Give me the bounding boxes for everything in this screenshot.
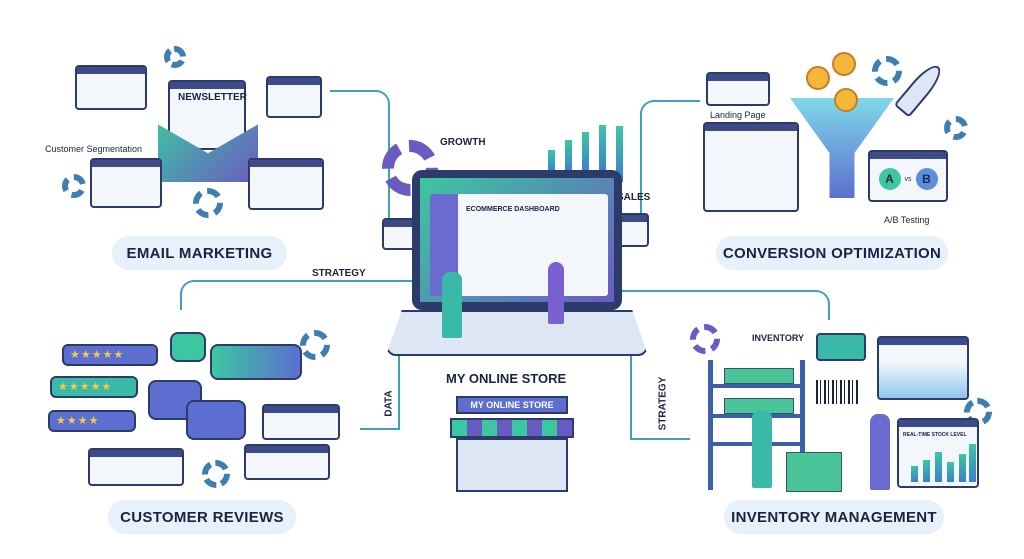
- package-icon: [816, 333, 866, 361]
- connector: [620, 290, 830, 320]
- person-icon: [548, 262, 564, 324]
- smiley-bubble: [210, 344, 302, 380]
- gear-icon: [164, 46, 186, 68]
- shelf: [800, 360, 805, 490]
- storefront-awning: [450, 418, 574, 438]
- gear-icon: [690, 324, 720, 354]
- growth-bar: [599, 125, 606, 172]
- worker-icon: [752, 410, 772, 488]
- growth-bar: [565, 140, 572, 172]
- customer-reviews-title: CUSTOMER REVIEWS: [108, 500, 296, 534]
- review-card: ★★★★★: [50, 376, 138, 398]
- shelf: [708, 384, 805, 388]
- growth-bar: [616, 126, 623, 182]
- variant-b: B: [915, 168, 938, 190]
- landing-page-window: [703, 122, 799, 212]
- sales-label: SALES: [617, 192, 651, 203]
- inventory-management-title: INVENTORY MANAGEMENT: [724, 500, 944, 534]
- growth-label: GROWTH: [440, 137, 486, 148]
- growth-chart-window: [248, 158, 324, 210]
- worker-icon: [870, 414, 890, 490]
- stock-level-window: REAL-TIME STOCK LEVEL: [897, 418, 979, 488]
- review-window: [244, 444, 330, 480]
- coin-icon: [806, 66, 830, 90]
- laptop-keyboard: [386, 310, 648, 356]
- newsletter-label: NEWSLETTER: [178, 92, 247, 103]
- coin-icon: [834, 88, 858, 112]
- store-title: MY ONLINE STORE: [446, 371, 567, 386]
- chart-window: [266, 76, 322, 118]
- ab-testing-label: A/B Testing: [884, 215, 930, 225]
- data-label: DATA: [383, 390, 395, 417]
- connector: [630, 330, 690, 440]
- store-sign: MY ONLINE STORE: [456, 396, 568, 414]
- barcode-icon: [816, 380, 860, 404]
- gear-icon: [872, 56, 902, 86]
- variant-a: A: [878, 168, 901, 190]
- email-marketing-title: EMAIL MARKETING: [112, 236, 287, 270]
- shelf: [708, 360, 713, 490]
- email-window: [75, 65, 147, 110]
- strategy-left-label: STRATEGY: [312, 268, 366, 279]
- inventory-box: [786, 452, 842, 492]
- strategy-right-label: STRATEGY: [657, 376, 669, 431]
- review-card: ★★★★: [48, 410, 136, 432]
- landing-page-label: Landing Page: [710, 110, 766, 120]
- segment-window: [90, 158, 162, 208]
- review-window: [262, 404, 340, 440]
- storefront: [456, 438, 568, 492]
- growth-bar: [582, 132, 589, 172]
- ab-test-window: A vs B: [868, 150, 948, 202]
- connector: [360, 330, 400, 430]
- review-window: [88, 448, 184, 486]
- stock-trend-window: [877, 336, 969, 400]
- inventory-box: [724, 368, 794, 384]
- coin-icon: [832, 52, 856, 76]
- person-icon: [442, 272, 462, 338]
- conversion-optimization-title: CONVERSION OPTIMIZATION: [716, 236, 948, 270]
- segmentation-label: Customer Segmentation: [45, 144, 143, 154]
- chat-bubble-icon: [170, 332, 206, 362]
- gear-icon: [944, 116, 968, 140]
- connector: [180, 280, 420, 310]
- review-card: ★★★★★: [62, 344, 158, 366]
- growth-bar: [548, 150, 555, 172]
- inventory-label: INVENTORY: [752, 333, 805, 343]
- stock-level-label: REAL-TIME STOCK LEVEL: [903, 432, 967, 438]
- smiley-bubble: [186, 400, 246, 440]
- connector: [330, 90, 390, 240]
- connector: [640, 100, 700, 240]
- checklist-window: [706, 72, 770, 106]
- vs-label: vs: [904, 175, 912, 183]
- gear-icon: [202, 460, 230, 488]
- dashboard-title: ECOMMERCE DASHBOARD: [466, 206, 560, 213]
- gear-icon: [62, 174, 86, 198]
- gear-icon: [300, 330, 330, 360]
- gear-icon: [193, 188, 223, 218]
